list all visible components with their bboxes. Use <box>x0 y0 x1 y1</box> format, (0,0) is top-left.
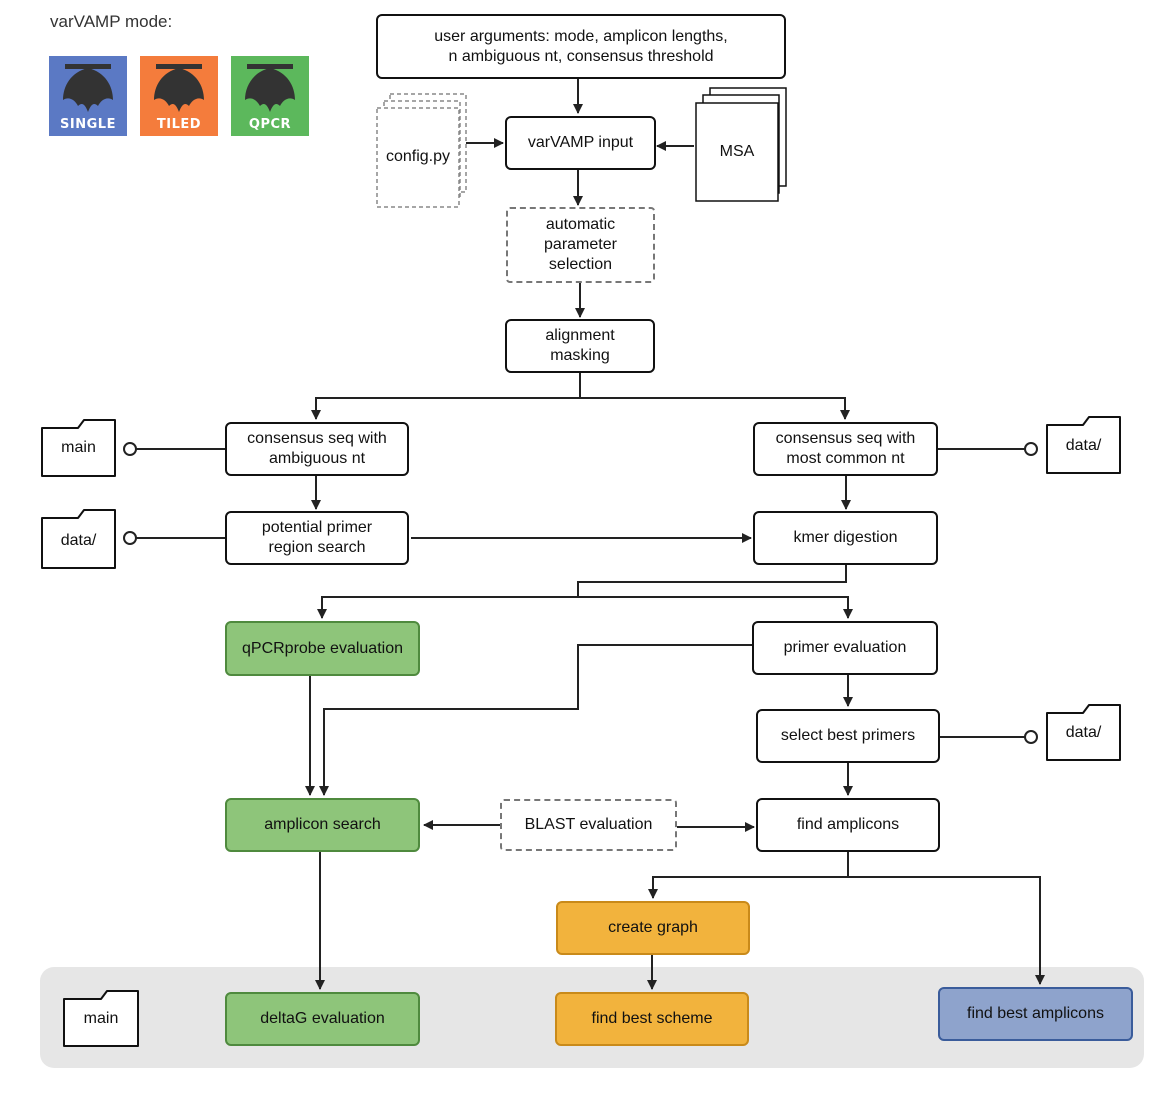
config-file-label: config.py <box>385 148 451 165</box>
connector-circle <box>1024 730 1038 744</box>
folder-icon-data-right-top <box>1046 416 1121 474</box>
find-best-amplicons-node: find best amplicons <box>938 987 1133 1041</box>
connector-circle <box>1024 442 1038 456</box>
msa-file-label: MSA <box>719 143 755 160</box>
mode-badge-qpcr: QPCR <box>231 56 309 136</box>
find-best-scheme-node: find best scheme <box>555 992 749 1046</box>
primer-evaluation-node: primer evaluation <box>752 621 938 675</box>
deltag-evaluation-node: deltaG evaluation <box>225 992 420 1046</box>
connector-circle <box>123 531 137 545</box>
qpcr-probe-evaluation-node: qPCRprobe evaluation <box>225 621 420 676</box>
folder-icon-data-left <box>41 509 116 569</box>
folder-icon-data-right-mid <box>1046 704 1121 761</box>
mode-title: varVAMP mode: <box>50 12 173 31</box>
consensus-ambiguous-node: consensus seq with ambiguous nt <box>225 422 409 476</box>
folder-label-data-right-mid: data/ <box>1065 724 1102 741</box>
folder-label-main-bottom: main <box>83 1010 119 1027</box>
alignment-masking-node: alignment masking <box>505 319 655 373</box>
automatic-parameter-selection-node: automatic parameter selection <box>506 207 655 283</box>
bat-icon <box>231 56 309 136</box>
select-best-primers-node: select best primers <box>756 709 940 763</box>
user-arguments-node: user arguments: mode, amplicon lengths, … <box>376 14 786 79</box>
folder-label-data-left: data/ <box>60 532 97 549</box>
create-graph-node: create graph <box>556 901 750 955</box>
consensus-common-node: consensus seq with most common nt <box>753 422 938 476</box>
folder-label-data-right-top: data/ <box>1065 437 1102 454</box>
bat-icon <box>49 56 127 136</box>
kmer-digestion-node: kmer digestion <box>753 511 938 565</box>
msa-file-icon <box>695 87 787 202</box>
folder-label-main-top: main <box>61 439 96 456</box>
bat-icon <box>140 56 218 136</box>
folder-icon-main-top <box>41 419 116 477</box>
folder-icon-main-bottom <box>63 990 139 1047</box>
connector-circle <box>123 442 137 456</box>
varvamp-input-node: varVAMP input <box>505 116 656 170</box>
config-file-icon <box>376 93 467 208</box>
find-amplicons-node: find amplicons <box>756 798 940 852</box>
primer-region-search-node: potential primer region search <box>225 511 409 565</box>
blast-evaluation-node: BLAST evaluation <box>500 799 677 851</box>
amplicon-search-node: amplicon search <box>225 798 420 852</box>
mode-badge-single: SINGLE <box>49 56 127 136</box>
mode-badge-tiled: TILED <box>140 56 218 136</box>
